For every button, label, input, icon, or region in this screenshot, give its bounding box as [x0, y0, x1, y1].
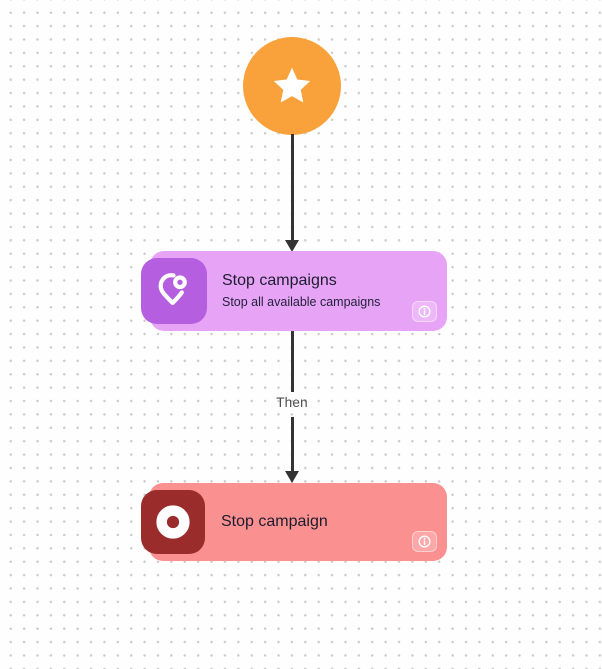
stop-campaign-card[interactable]: Stop campaign	[141, 483, 447, 561]
arrowhead-2	[285, 471, 300, 483]
star-icon	[269, 63, 315, 109]
info-icon	[417, 304, 432, 319]
then-label: Then	[276, 395, 308, 410]
info-button[interactable]	[412, 301, 437, 322]
connector-line-2-lower	[291, 417, 294, 471]
connector-line-2-upper	[291, 331, 294, 392]
node-title: Stop campaigns	[222, 271, 337, 289]
info-icon	[417, 534, 432, 549]
stop-campaigns-card[interactable]: Stop campaigns Stop all available campai…	[141, 251, 447, 331]
arrowhead-1	[285, 240, 300, 252]
node-subtitle: Stop all available campaigns	[222, 295, 381, 310]
location-pin-icon	[141, 258, 207, 324]
connector-line-1	[291, 134, 294, 240]
trigger-node[interactable]	[243, 37, 341, 135]
stop-ring-icon	[141, 490, 205, 554]
info-button[interactable]	[412, 531, 437, 552]
node-title: Stop campaign	[221, 513, 328, 531]
